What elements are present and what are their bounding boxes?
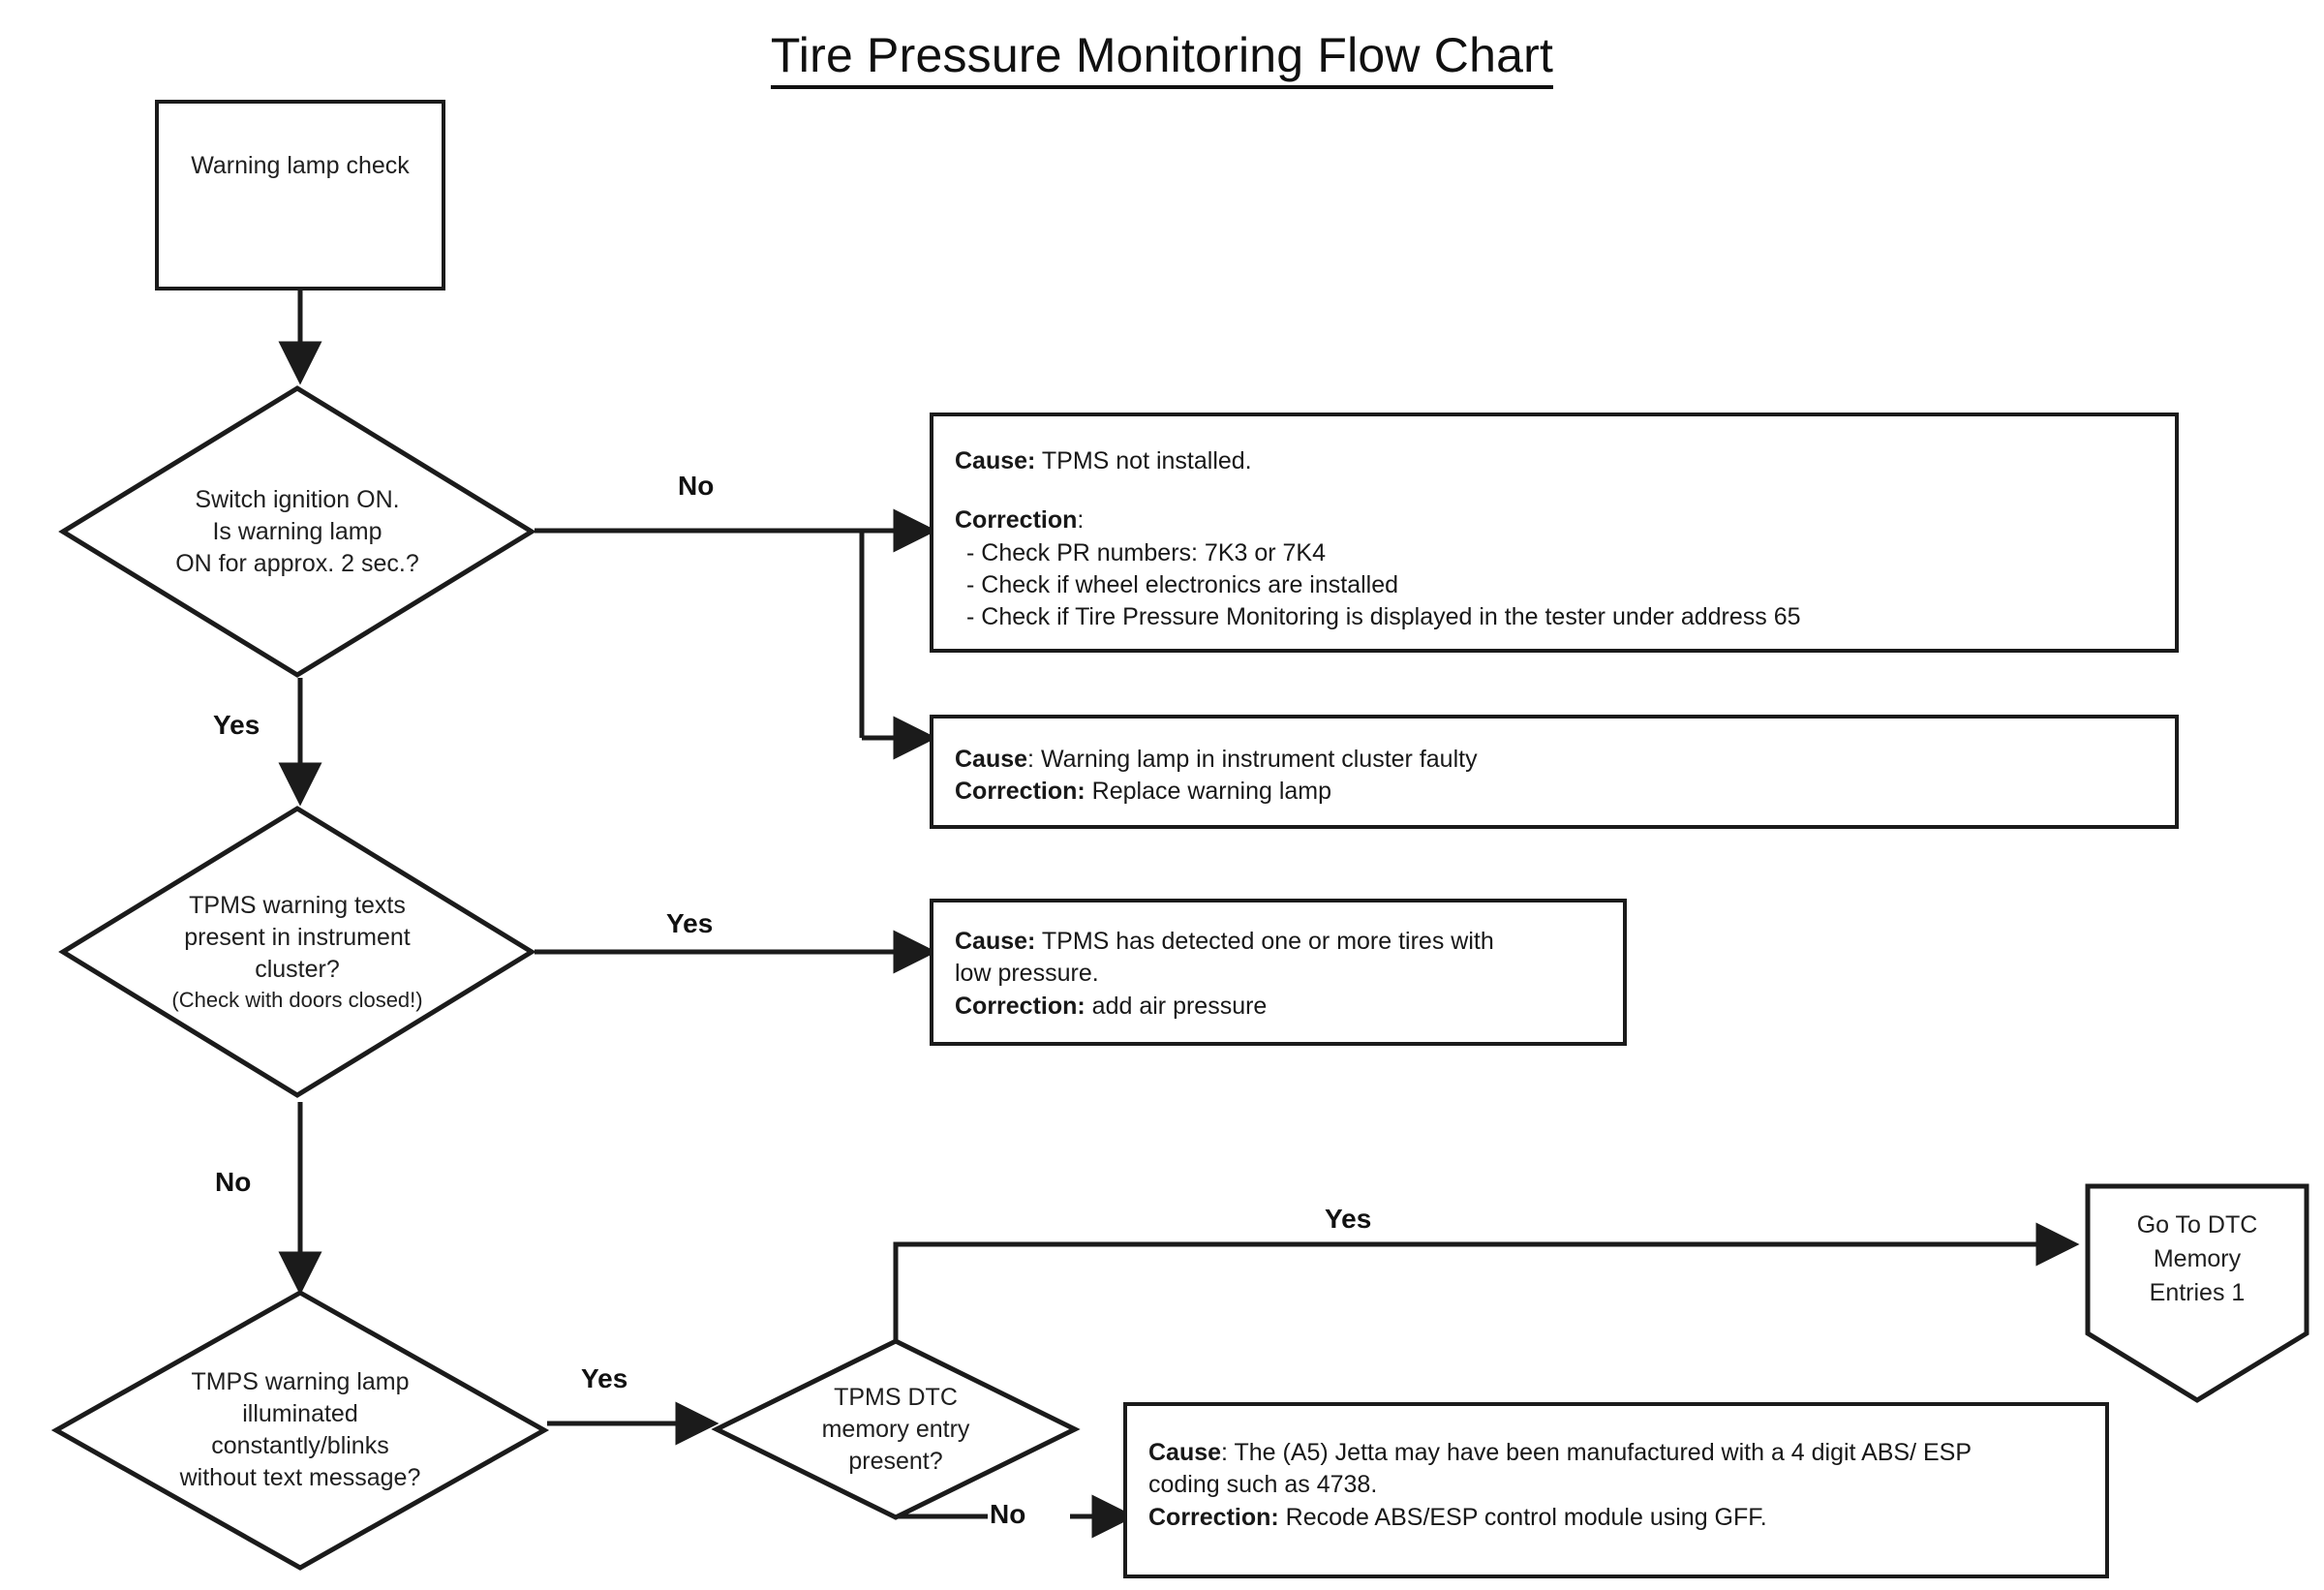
decision-warning-texts-line1: TPMS warning texts: [189, 891, 406, 919]
panel1-correction-line: Correction:: [955, 505, 2161, 536]
panel4-correction-text: Recode ABS/ESP control module using GFF.: [1278, 1503, 1767, 1531]
decision-warning-texts-line2: present in instrument: [184, 923, 411, 951]
node-decision-lamp-no-text-text: TMPS warning lamp illuminated constantly…: [53, 1290, 547, 1571]
decision-ignition-line2: Is warning lamp: [212, 517, 382, 545]
panel-tpms-not-installed-body: Cause: TPMS not installed. Correction: -…: [955, 445, 2161, 633]
decision-ignition-line3: ON for approx. 2 sec.?: [175, 549, 419, 577]
panel4-correction-line: Correction: Recode ABS/ESP control modul…: [1148, 1502, 2092, 1534]
panel2-cause-text: : Warning lamp in instrument cluster fau…: [1027, 746, 1478, 773]
panel4-cause-text: : The (A5) Jetta may have been manufactu…: [1221, 1439, 1972, 1466]
edge-dtc-yes: [893, 1222, 2080, 1341]
decision-ignition-line1: Switch ignition ON.: [195, 485, 400, 513]
decision-warning-texts-line4: (Check with doors closed!): [171, 987, 423, 1012]
panel3-cause-line: Cause: TPMS has detected one or more tir…: [955, 926, 1609, 958]
panel-lamp-faulty-body: Cause: Warning lamp in instrument cluste…: [955, 744, 2161, 809]
decision-lamp-no-text-line3: constantly/blinks: [211, 1432, 389, 1459]
node-start[interactable]: Warning lamp check: [155, 100, 445, 290]
panel4-cause-line: Cause: The (A5) Jetta may have been manu…: [1148, 1437, 2092, 1469]
goto-dtc-line1: Go To DTC: [2136, 1211, 2258, 1238]
panel3-cause-line2: low pressure.: [955, 960, 1099, 988]
panel2-cause-line: Cause: Warning lamp in instrument cluste…: [955, 744, 2161, 776]
panel3-correction-line: Correction: add air pressure: [955, 991, 1609, 1023]
panel-low-pressure-body: Cause: TPMS has detected one or more tir…: [955, 926, 1609, 1023]
diamond-shape-warning-texts: [58, 806, 536, 1098]
panel3-cause-label: Cause:: [955, 928, 1036, 955]
node-decision-ignition-text: Switch ignition ON. Is warning lamp ON f…: [60, 385, 535, 678]
pentagon-shape-goto-dtc: [2085, 1183, 2309, 1403]
node-decision-warning-texts[interactable]: TPMS warning texts present in instrument…: [58, 806, 536, 1098]
panel1-correction-text: :: [1077, 506, 1085, 535]
node-goto-dtc-memory[interactable]: Go To DTC Memory Entries 1: [2085, 1183, 2309, 1404]
panel-abs-esp-coding-body: Cause: The (A5) Jetta may have been manu…: [1148, 1437, 2092, 1534]
goto-dtc-line3: Entries 1: [2149, 1279, 2246, 1306]
decision-lamp-no-text-line4: without text message?: [179, 1464, 421, 1491]
panel2-correction-line: Correction: Replace warning lamp: [955, 776, 2161, 808]
panel-low-pressure: Cause: TPMS has detected one or more tir…: [930, 899, 1627, 1046]
node-goto-dtc-memory-text: Go To DTC Memory Entries 1: [2085, 1208, 2309, 1310]
diamond-shape-dtc-memory: [711, 1338, 1081, 1520]
edge-label-ignition-yes: Yes: [213, 710, 260, 740]
decision-dtc-memory-line1: TPMS DTC: [834, 1383, 958, 1411]
diamond-shape-ignition: [58, 385, 536, 678]
panel-tpms-not-installed: Cause: TPMS not installed. Correction: -…: [930, 413, 2179, 653]
edge-label-ignition-no: No: [678, 471, 715, 501]
panel4-correction-label: Correction:: [1148, 1503, 1279, 1531]
page-title-text: Tire Pressure Monitoring Flow Chart: [770, 28, 1554, 89]
node-start-label-wrap: Warning lamp check: [159, 104, 442, 287]
panel3-correction-text: add air pressure: [1085, 992, 1268, 1020]
panel1-cause-label: Cause:: [955, 447, 1036, 474]
panel2-cause-label: Cause: [955, 746, 1028, 773]
edge-label-dtc-yes: Yes: [1325, 1204, 1372, 1234]
node-decision-warning-texts-text: TPMS warning texts present in instrument…: [60, 806, 535, 1098]
node-decision-dtc-memory-text: TPMS DTC memory entry present?: [714, 1338, 1078, 1520]
panel1-correction-label: Correction: [955, 506, 1078, 535]
decision-dtc-memory-line2: memory entry: [821, 1415, 970, 1443]
decision-lamp-no-text-line2: illuminated: [242, 1400, 358, 1427]
node-decision-dtc-memory[interactable]: TPMS DTC memory entry present?: [711, 1338, 1081, 1520]
panel-lamp-faulty: Cause: Warning lamp in instrument cluste…: [930, 715, 2179, 829]
panel1-cause-text: TPMS not installed.: [1035, 447, 1252, 474]
panel3-correction-label: Correction:: [955, 992, 1086, 1020]
node-decision-ignition[interactable]: Switch ignition ON. Is warning lamp ON f…: [58, 385, 536, 678]
panel1-cause-line: Cause: TPMS not installed.: [955, 445, 2161, 477]
panel2-correction-label: Correction:: [955, 778, 1086, 806]
edge-label-warning-texts-yes: Yes: [666, 908, 714, 938]
panel1-bullet-0: - Check PR numbers: 7K3 or 7K4: [966, 538, 1326, 566]
page-title: Tire Pressure Monitoring Flow Chart: [0, 27, 2324, 89]
decision-warning-texts-line3: cluster?: [255, 955, 340, 983]
edge-label-dtc-no: No: [990, 1499, 1026, 1529]
panel4-cause-line2: coding such as 4738.: [1148, 1471, 1378, 1499]
decision-dtc-memory-line3: present?: [848, 1447, 943, 1475]
panel4-cause-label: Cause: [1148, 1439, 1222, 1466]
edge-label-warning-texts-no: No: [215, 1167, 252, 1197]
node-start-label: Warning lamp check: [191, 152, 410, 179]
panel-abs-esp-coding: Cause: The (A5) Jetta may have been manu…: [1123, 1402, 2109, 1578]
goto-dtc-line2: Memory: [2153, 1245, 2242, 1272]
edge-label-lamp-no-text-yes: Yes: [581, 1363, 628, 1393]
node-decision-lamp-no-text[interactable]: TMPS warning lamp illuminated constantly…: [50, 1290, 550, 1571]
panel3-cause-text: TPMS has detected one or more tires with: [1035, 928, 1494, 955]
panel2-correction-text: Replace warning lamp: [1085, 778, 1332, 806]
panel1-bullet-1: - Check if wheel electronics are install…: [966, 570, 1399, 598]
decision-lamp-no-text-line1: TMPS warning lamp: [191, 1368, 410, 1395]
diamond-shape-lamp-no-text: [50, 1290, 550, 1571]
panel1-spacer: [955, 477, 2161, 505]
panel1-bullet-2: - Check if Tire Pressure Monitoring is d…: [966, 603, 1801, 630]
